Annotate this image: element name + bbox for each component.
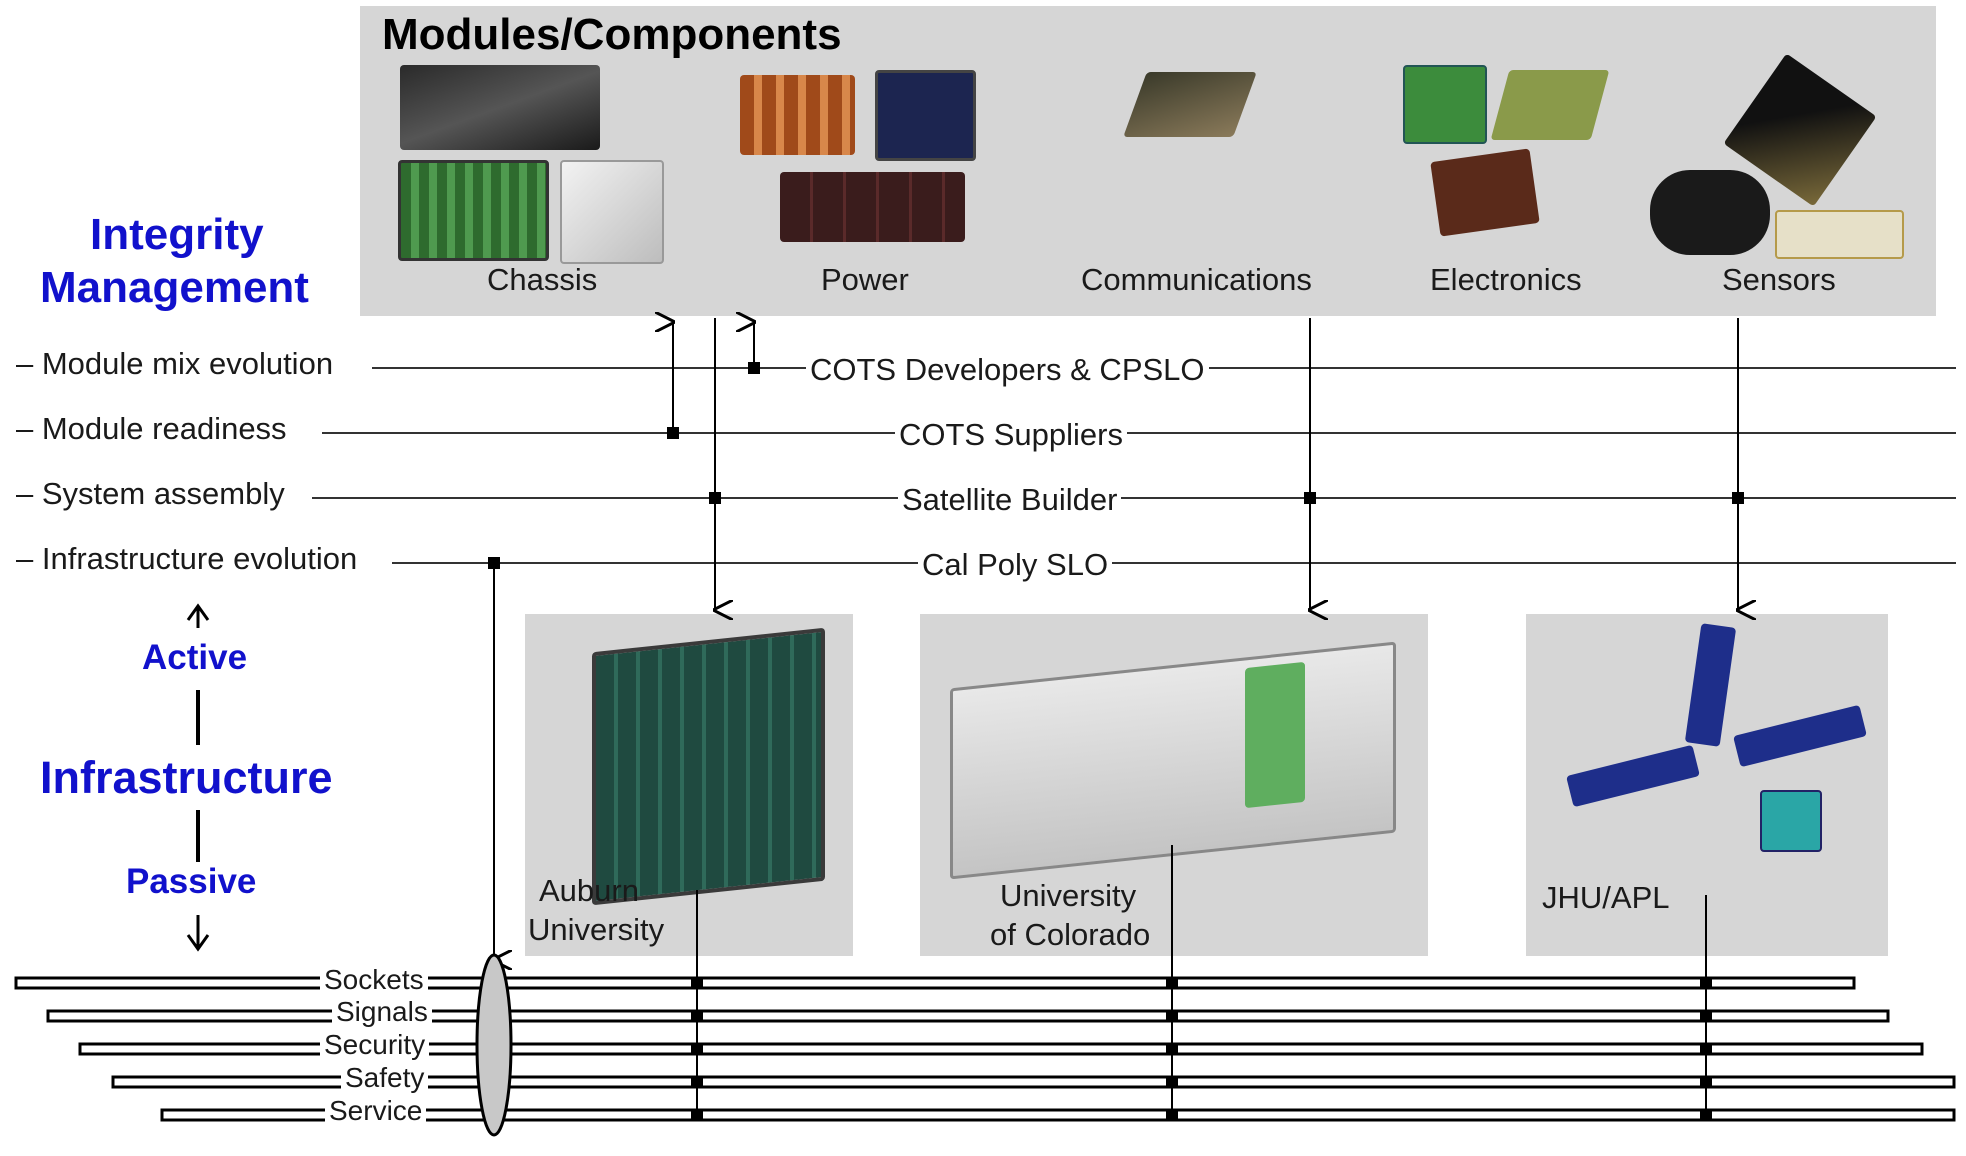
role-satellite-builder: Satellite Builder [898, 482, 1122, 518]
module-label-communications: Communications [1081, 262, 1312, 297]
integrity-item-module-readiness: – Module readiness [12, 411, 291, 447]
integrity-item-infrastructure-evolution: – Infrastructure evolution [12, 541, 362, 577]
power-image-board [875, 70, 976, 161]
modules-title: Modules/Components [382, 10, 842, 59]
integrity-heading-line2: Management [40, 263, 309, 312]
builder-label-colorado-1: University [1000, 878, 1137, 913]
jhu-body-image [1760, 790, 1822, 852]
chassis-image [400, 65, 600, 150]
sensor-image-mount [1650, 170, 1770, 255]
role-cots-developers: COTS Developers & CPSLO [806, 352, 1209, 388]
bus-label-signals: Signals [332, 996, 432, 1028]
role-cots-suppliers: COTS Suppliers [895, 417, 1127, 453]
builder-label-auburn-1: Auburn [539, 873, 639, 908]
bus-label-sockets: Sockets [320, 964, 428, 996]
infrastructure-passive-label: Passive [126, 862, 257, 901]
bus-label-service: Service [325, 1095, 427, 1127]
integrity-item-system-assembly: – System assembly [12, 476, 289, 512]
bus-label-security: Security [320, 1029, 430, 1061]
builder-label-auburn-2: University [528, 912, 665, 947]
builder-label-jhu: JHU/APL [1542, 880, 1670, 915]
power-image-panel [780, 172, 965, 242]
builder-label-colorado-2: of Colorado [990, 917, 1151, 952]
infrastructure-active-label: Active [142, 638, 248, 677]
module-label-sensors: Sensors [1722, 262, 1836, 297]
electronics-image-1 [1403, 65, 1487, 144]
power-image-cells [740, 75, 855, 155]
module-label-chassis: Chassis [487, 262, 598, 297]
bus-label-safety: Safety [341, 1062, 429, 1094]
role-cal-poly-slo: Cal Poly SLO [918, 547, 1113, 583]
infrastructure-title: Infrastructure [40, 752, 333, 803]
module-label-power: Power [821, 262, 909, 297]
integrity-item-module-mix: – Module mix evolution [12, 346, 338, 382]
chassis-image-frame [560, 160, 664, 264]
sensor-image-board [1775, 210, 1904, 259]
chassis-image-green [398, 160, 549, 261]
module-label-electronics: Electronics [1430, 262, 1582, 297]
integrity-heading-line1: Integrity [90, 210, 264, 259]
